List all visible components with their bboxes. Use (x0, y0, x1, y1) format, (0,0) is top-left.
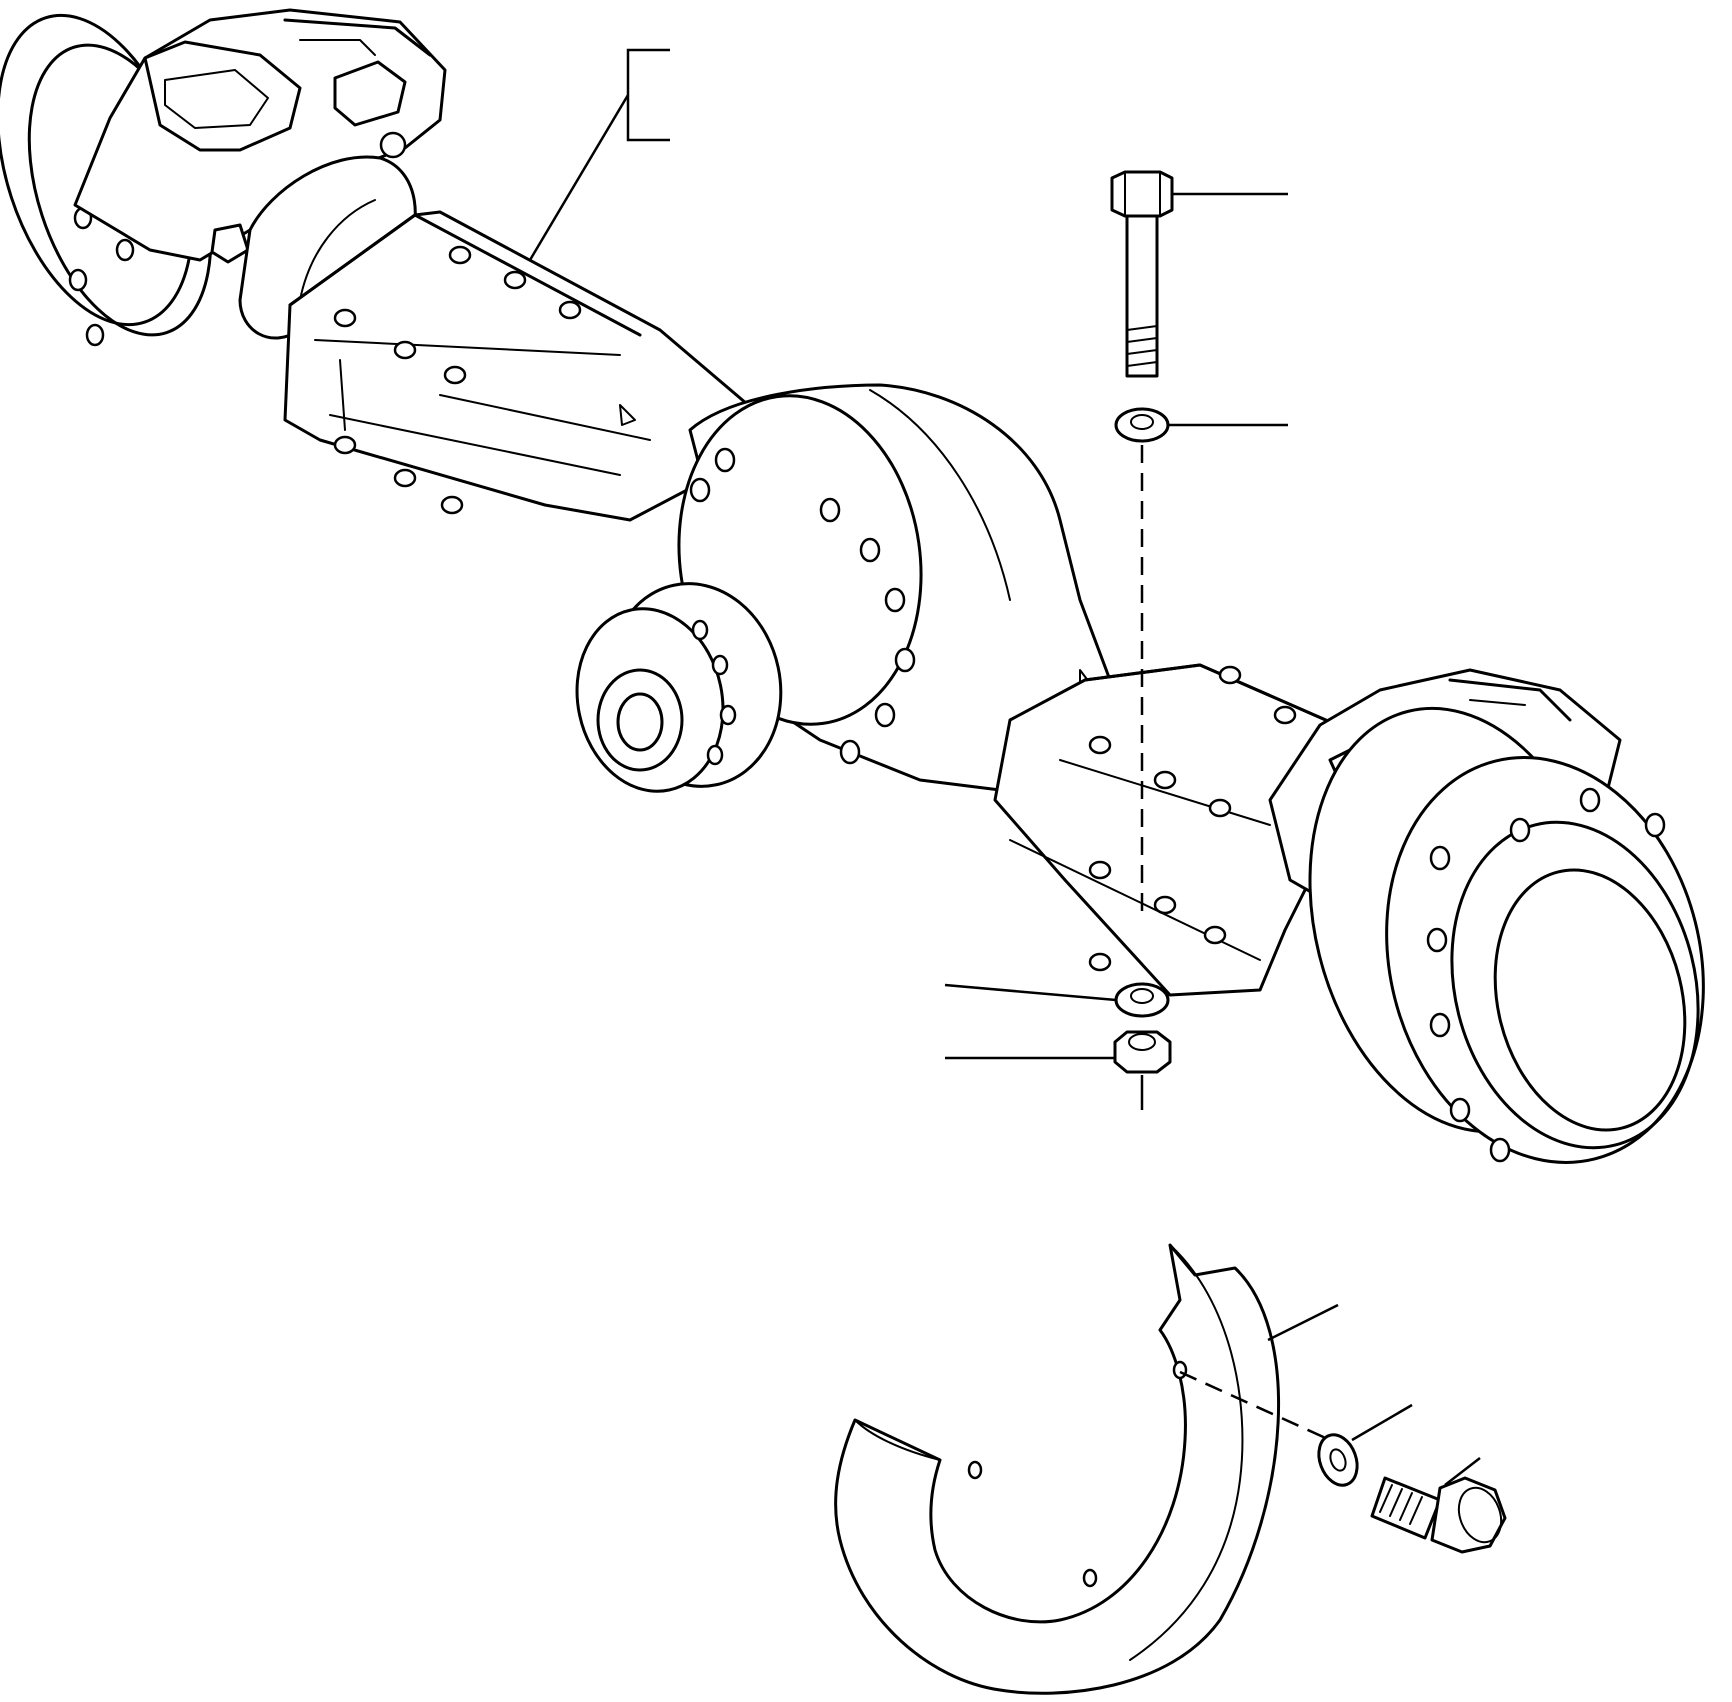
cap-screw-leader (1444, 1457, 1481, 1486)
cap-screw (1370, 1476, 1507, 1554)
lock-nut (1113, 1030, 1172, 1074)
lower-washer-leader (944, 983, 1117, 1002)
differential-housing (677, 383, 1112, 792)
pinion-flange (575, 582, 783, 793)
brake-shield (834, 1243, 1281, 1695)
brake-shield-group (834, 1243, 1507, 1695)
mounting-bolt (1110, 170, 1174, 378)
right-beam (993, 663, 1362, 997)
left-brake-housing (73, 8, 447, 264)
lock-washer-leader (1351, 1403, 1413, 1442)
mounting-hardware (944, 170, 1288, 1110)
right-wheel-hub (1308, 706, 1705, 1164)
lower-washer (1114, 982, 1170, 1018)
shield-leader (1267, 1303, 1339, 1342)
left-axle-tube (238, 155, 417, 340)
upper-washer (1114, 407, 1170, 443)
rear-axle-assembly (0, 8, 1705, 1164)
axle-assembly-callout (528, 48, 670, 261)
lock-washer (1317, 1433, 1359, 1487)
left-beam (283, 210, 762, 522)
